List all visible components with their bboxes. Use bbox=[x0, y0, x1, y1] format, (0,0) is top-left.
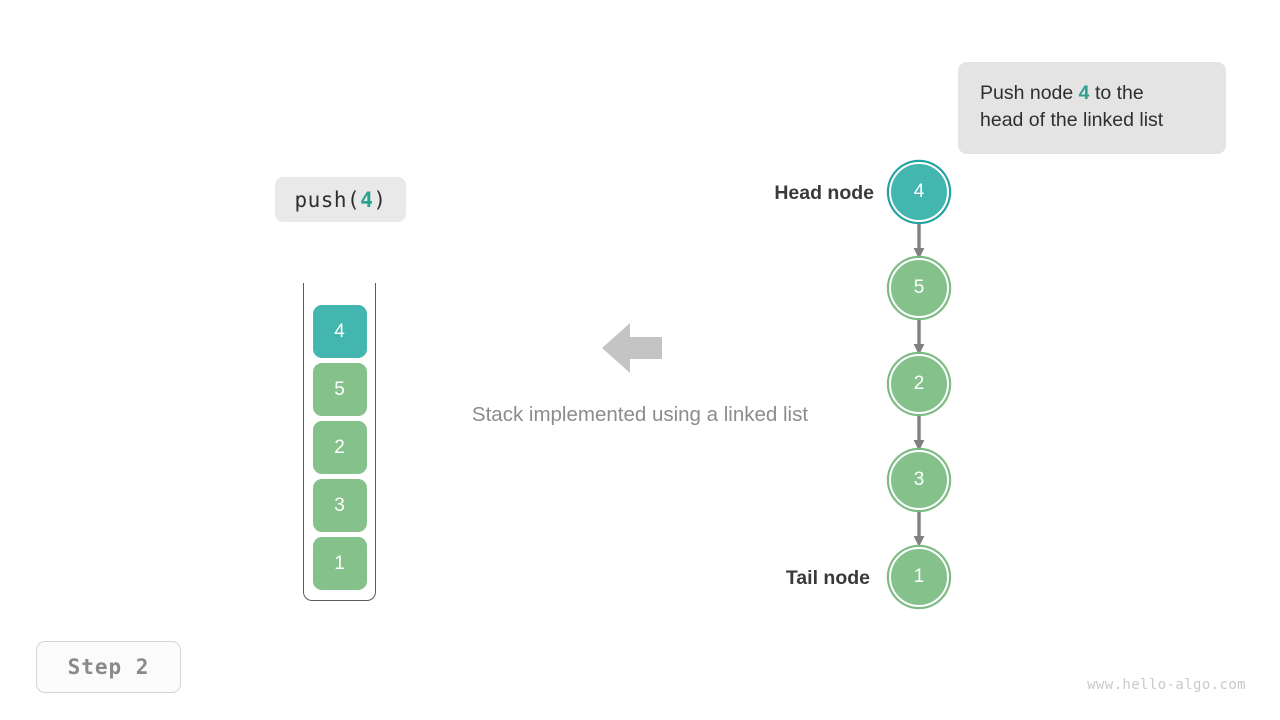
linked-list-node-tail: 1 bbox=[889, 547, 949, 607]
node-value: 4 bbox=[913, 181, 925, 202]
stack-container-frame bbox=[303, 283, 376, 601]
step-badge-label: Step 2 bbox=[67, 655, 150, 679]
operation-chip: push(4) bbox=[275, 177, 406, 222]
linked-list-edge bbox=[913, 224, 925, 259]
stack-cell-value: 3 bbox=[334, 494, 345, 516]
stack-cell-list: 4 5 2 3 1 bbox=[312, 305, 367, 595]
stack-cell: 5 bbox=[312, 363, 367, 416]
stack-cell: 2 bbox=[312, 421, 367, 474]
linked-list-edge bbox=[913, 416, 925, 451]
stack-cell: 3 bbox=[312, 479, 367, 532]
operation-argument: 4 bbox=[360, 187, 374, 212]
linked-list-edge bbox=[913, 512, 925, 547]
tail-node-label: Tail node bbox=[785, 567, 870, 589]
tooltip-highlight-value: 4 bbox=[1078, 82, 1090, 104]
linked-list-visualization: Head node 4 5 2 3 bbox=[760, 150, 1020, 630]
footer-url: www.hello-algo.com bbox=[1087, 677, 1246, 693]
step-badge: Step 2 bbox=[36, 641, 181, 693]
tooltip-text-before: Push node bbox=[980, 82, 1079, 104]
stack-cell-value: 4 bbox=[334, 320, 345, 342]
stack-visualization: 4 5 2 3 1 bbox=[303, 283, 376, 601]
stack-cell-value: 1 bbox=[334, 552, 345, 574]
stack-cell-value: 5 bbox=[334, 378, 345, 400]
node-value: 1 bbox=[913, 566, 925, 587]
annotation-tooltip: Push node 4 to the head of the linked li… bbox=[958, 62, 1226, 154]
linked-list-node: 5 bbox=[889, 258, 949, 318]
linked-list-node: 3 bbox=[889, 450, 949, 510]
linked-list-edge bbox=[913, 320, 925, 355]
stack-cell: 1 bbox=[312, 537, 367, 590]
operation-prefix: push( bbox=[294, 187, 361, 212]
head-node-label: Head node bbox=[774, 182, 874, 204]
tooltip-text-after: to the bbox=[1089, 82, 1144, 104]
operation-suffix: ) bbox=[373, 187, 387, 212]
diagram-caption: Stack implemented using a linked list bbox=[471, 403, 809, 426]
node-value: 3 bbox=[913, 469, 925, 490]
stack-cell: 4 bbox=[312, 305, 367, 358]
node-value: 5 bbox=[913, 277, 925, 298]
linked-list-node: 2 bbox=[889, 354, 949, 414]
linked-list-node-head: 4 bbox=[889, 162, 949, 222]
left-arrow-icon bbox=[602, 323, 662, 373]
tooltip-line-two: head of the linked list bbox=[980, 109, 1164, 131]
node-value: 2 bbox=[913, 373, 925, 394]
stack-cell-value: 2 bbox=[334, 436, 345, 458]
